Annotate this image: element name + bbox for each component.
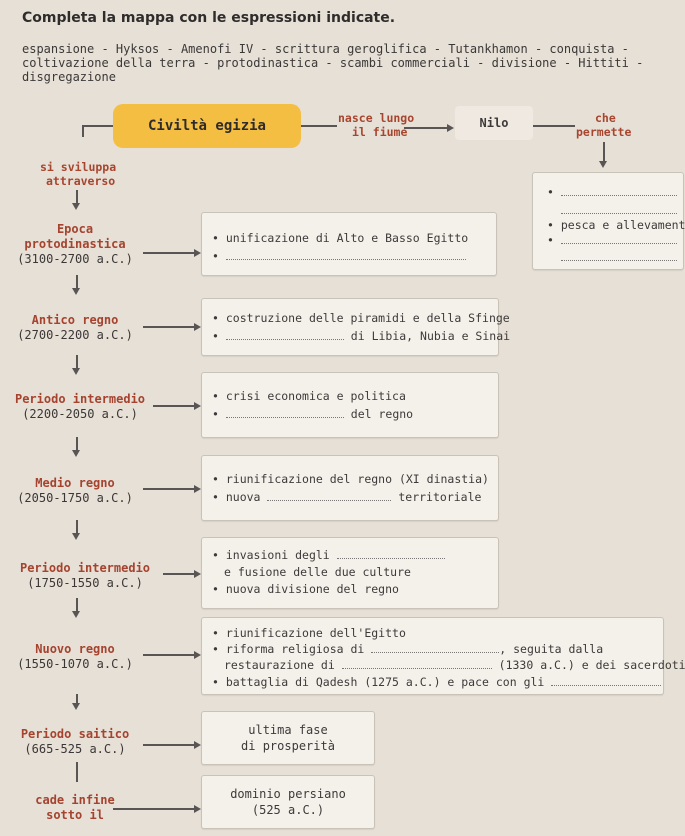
period-saitico: Periodo saitico (665-525 a.C.) [20,727,130,756]
arrow-down-icon [72,368,80,375]
connector [404,127,448,129]
connector [76,275,78,289]
permette-box: • • pesca e allevamento • [532,172,685,270]
connector [76,190,78,204]
word-bank: espansione - Hyksos - Amenofi IV - scrit… [22,42,644,84]
label-attraverso: attraverso [46,174,116,188]
box-saitico: ultima fase di prosperità [201,711,375,765]
connector [76,355,78,369]
nilo-box: Nilo [455,106,533,140]
arrow-right-icon [194,402,201,410]
civilta-egizia-box: Civiltà egizia [113,104,301,148]
connector [301,125,337,127]
exercise-title: Completa la mappa con le espressioni ind… [22,10,396,26]
connector [143,654,195,656]
arrow-down-icon [599,161,607,168]
connector [603,142,605,162]
arrow-down-icon [72,288,80,295]
item-pesca: pesca e allevamento [560,218,685,232]
label-permette: permette [576,125,632,139]
connector [143,252,195,254]
arrow-right-icon [194,485,201,493]
arrow-right-icon [447,124,454,132]
period-secondo-intermedio: Periodo intermedio (1750-1550 a.C.) [19,561,151,590]
box-dominio-persiano: dominio persiano (525 a.C.) [201,775,375,829]
arrow-right-icon [194,805,201,813]
arrow-down-icon [72,450,80,457]
arrow-down-icon [72,203,80,210]
connector [82,125,84,137]
box-protodinastica: • unificazione di Alto e Basso Egitto • [201,212,497,276]
label-nasce-lungo: nasce lungo [338,111,415,125]
arrow-right-icon [194,651,201,659]
connector [153,405,195,407]
arrow-right-icon [194,741,201,749]
box-medio-regno: • riunificazione del regno (XI dinastia)… [201,455,499,521]
connector [76,437,78,451]
connector [143,488,195,490]
period-cade-infine: cade infine sotto il [35,793,115,822]
box-primo-intermedio: • crisi economica e politica • del regno [201,372,499,438]
connector [82,125,114,127]
arrow-down-icon [72,533,80,540]
connector [113,808,195,810]
arrow-down-icon [72,611,80,618]
connector [76,694,78,704]
connector [76,762,78,782]
period-antico-regno: Antico regno (2700-2200 a.C.) [17,313,133,342]
connector [76,598,78,612]
box-antico-regno: • costruzione delle piramidi e della Sfi… [201,298,510,356]
connector [143,326,195,328]
connector [163,573,195,575]
period-medio-regno: Medio regno (2050-1750 a.C.) [17,476,133,505]
connector [533,125,575,127]
label-si-sviluppa: si sviluppa [40,160,117,174]
connector [143,744,195,746]
arrow-down-icon [72,703,80,710]
box-nuovo-regno: • riunificazione dell'Egitto • riforma r… [201,617,685,695]
box-secondo-intermedio: • invasioni degli e fusione delle due cu… [201,537,499,609]
arrow-right-icon [194,570,201,578]
connector [76,520,78,534]
period-nuovo-regno: Nuovo regno (1550-1070 a.C.) [17,642,133,671]
arrow-right-icon [194,249,201,257]
arrow-right-icon [194,323,201,331]
period-primo-intermedio: Periodo intermedio (2200-2050 a.C.) [14,392,146,421]
label-il-fiume: il fiume [352,125,408,139]
label-che: che [595,111,616,125]
period-epoca-protodinastica: Epoca protodinastica (3100-2700 a.C.) [17,222,133,266]
